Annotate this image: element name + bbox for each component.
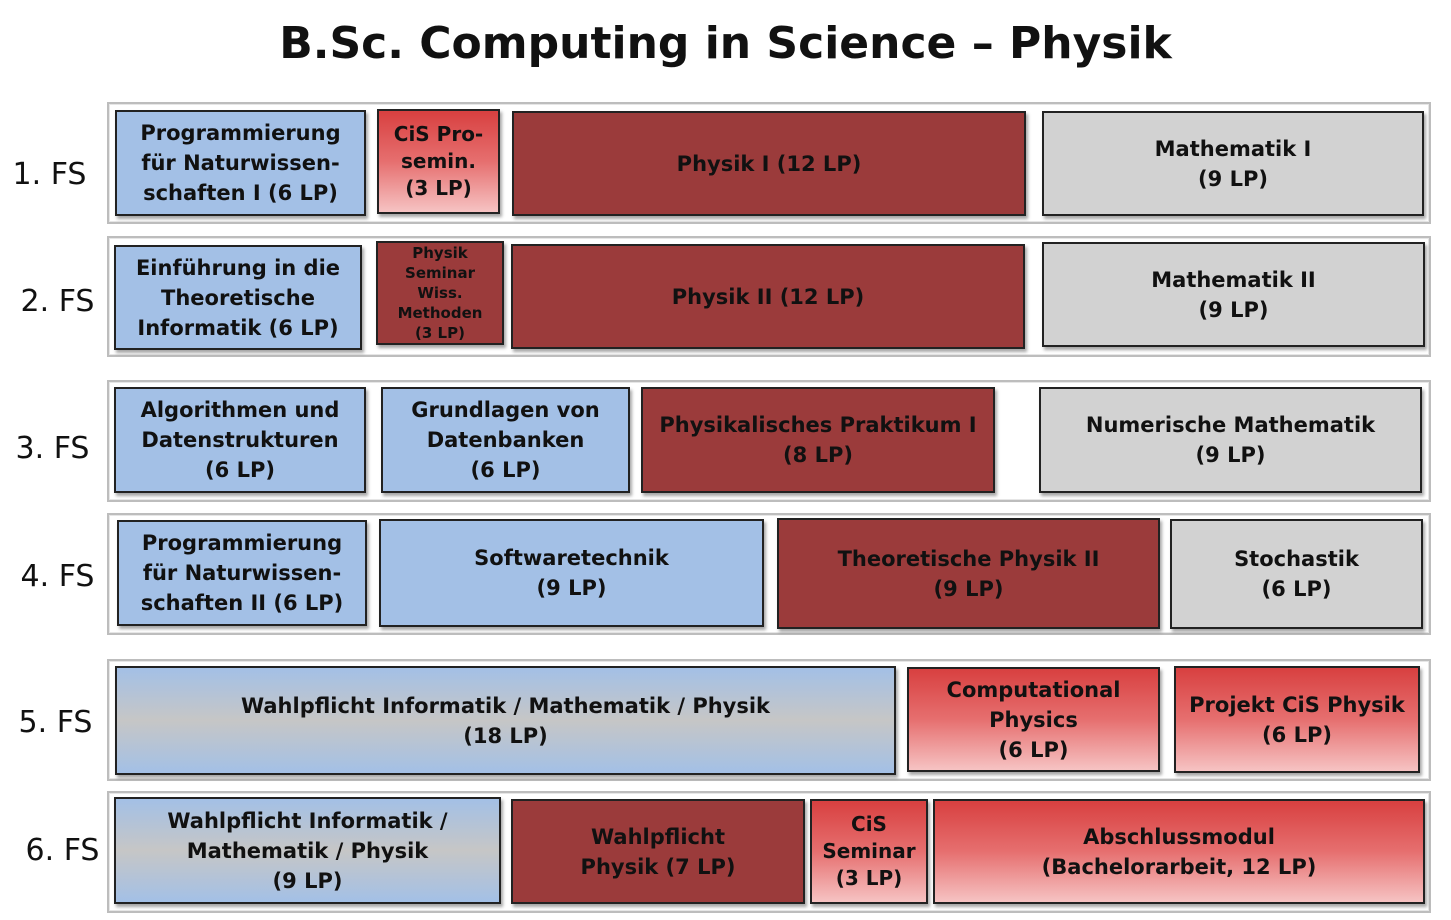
module-programmierung-2: Programmierung für Naturwissen- schaften… [117,520,367,626]
semester-label-1: 1. FS [12,157,87,192]
module-theoretische-physik-2: Theoretische Physik II (9 LP) [777,518,1160,629]
module-stochastik: Stochastik (6 LP) [1170,519,1423,629]
module-wahlpflicht-18: Wahlpflicht Informatik / Mathematik / Ph… [115,666,896,775]
module-mathematik-1: Mathematik I (9 LP) [1042,111,1424,216]
module-cis-proseminar: CiS Pro- semin. (3 LP) [377,109,500,214]
module-physikalisches-praktikum: Physikalisches Praktikum I (8 LP) [641,387,995,493]
module-physik-seminar: Physik Seminar Wiss. Methoden (3 LP) [376,241,504,345]
semester-label-3: 3. FS [15,431,90,466]
module-physik-2: Physik II (12 LP) [511,244,1025,349]
module-grundlagen-datenbanken: Grundlagen von Datenbanken (6 LP) [381,387,630,493]
module-softwaretechnik: Softwaretechnik (9 LP) [379,519,764,627]
semester-label-2: 2. FS [20,284,95,319]
module-projekt-cis-physik: Projekt CiS Physik (6 LP) [1174,666,1420,773]
semester-label-6: 6. FS [25,833,100,868]
module-abschlussmodul: Abschlussmodul (Bachelorarbeit, 12 LP) [933,799,1425,904]
semester-label-5: 5. FS [18,705,93,740]
module-programmierung-1: Programmierung für Naturwissen- schaften… [115,110,366,216]
page-title: B.Sc. Computing in Science – Physik [279,18,1172,69]
module-algorithmen-datenstrukturen: Algorithmen und Datenstrukturen (6 LP) [114,387,366,493]
module-computational-physics: Computational Physics (6 LP) [907,667,1160,772]
module-numerische-mathematik: Numerische Mathematik (9 LP) [1039,387,1422,493]
module-einfuehrung-theoretische-informatik: Einführung in die Theoretische Informati… [114,245,362,350]
module-mathematik-2: Mathematik II (9 LP) [1042,242,1425,347]
semester-label-4: 4. FS [20,559,95,594]
module-cis-seminar: CiS Seminar (3 LP) [810,799,928,904]
module-wahlpflicht-9: Wahlpflicht Informatik / Mathematik / Ph… [114,797,501,904]
module-physik-1: Physik I (12 LP) [512,111,1026,216]
module-wahlpflicht-physik: Wahlpflicht Physik (7 LP) [511,799,805,904]
